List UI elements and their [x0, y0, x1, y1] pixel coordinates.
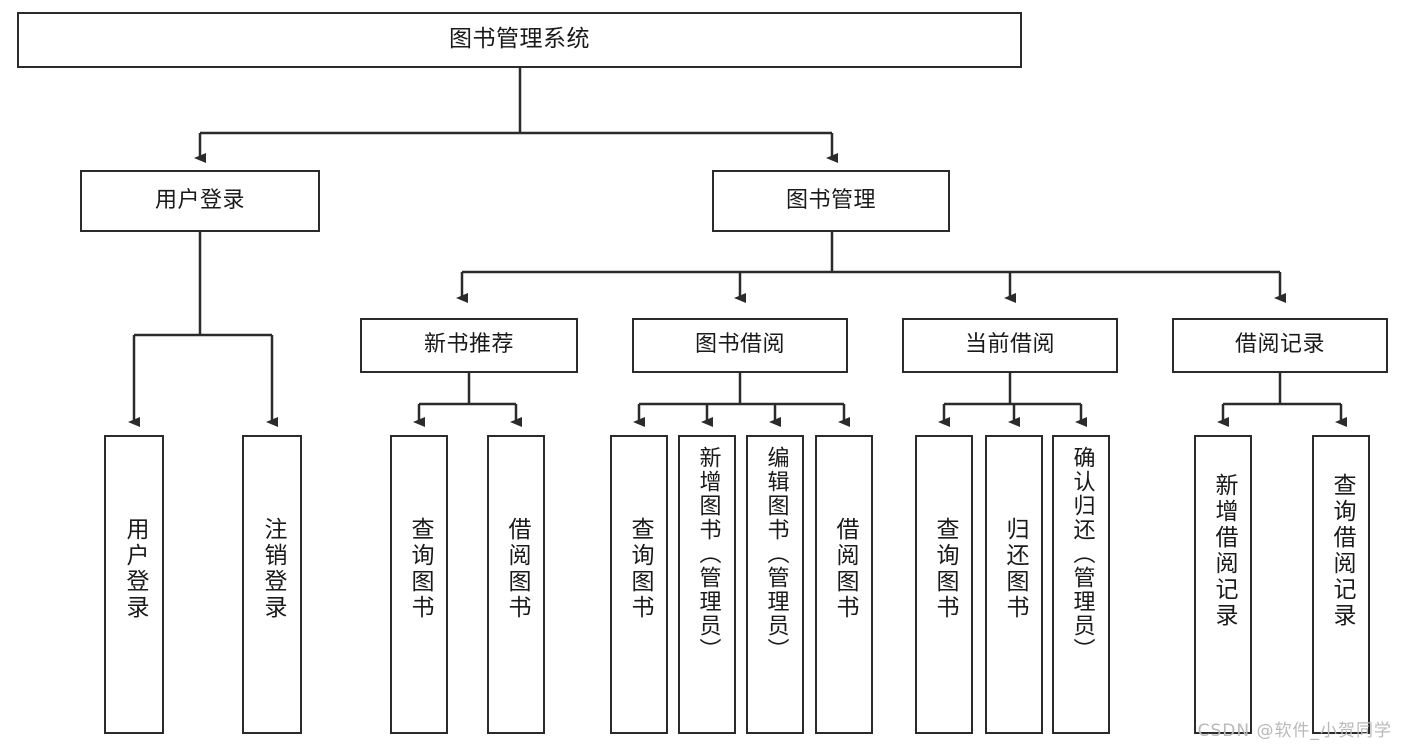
node-label: 查询图书 — [406, 517, 433, 621]
node-current-borrow[interactable]: 当前借阅 — [902, 318, 1118, 373]
node-new-book-recommend[interactable]: 新书推荐 — [360, 318, 578, 373]
leaf-recommend-borrow-book[interactable]: 借阅图书 — [487, 435, 545, 734]
node-book-management[interactable]: 图书管理 — [712, 170, 950, 232]
node-label: 新书推荐 — [423, 332, 514, 358]
csdn-watermark: CSDN @软件_小贺同学 — [1197, 721, 1392, 741]
leaf-current-query-book[interactable]: 查询图书 — [915, 435, 973, 734]
node-label: 归还图书 — [1001, 517, 1028, 621]
node-label: 查询图书 — [931, 517, 958, 621]
node-label: 查询图书 — [626, 517, 653, 621]
leaf-borrow-borrow-book[interactable]: 借阅图书 — [815, 435, 873, 734]
leaf-borrow-add-book-admin[interactable]: 新增图书（管理员） — [678, 435, 736, 734]
node-label: 用户登录 — [154, 187, 245, 213]
node-user-login[interactable]: 用户登录 — [80, 170, 320, 232]
leaf-recommend-query-book[interactable]: 查询图书 — [390, 435, 448, 734]
leaf-current-confirm-return-admin[interactable]: 确认归还（管理员） — [1052, 435, 1110, 734]
node-label: 当前借阅 — [964, 332, 1055, 358]
node-label: 图书管理 — [785, 187, 876, 213]
node-book-borrow[interactable]: 图书借阅 — [632, 318, 848, 373]
node-label: 新增借阅记录 — [1210, 473, 1237, 629]
node-label: 确认归还（管理员） — [1069, 446, 1095, 662]
leaf-user-login-signin[interactable]: 用户登录 — [104, 435, 164, 734]
node-label: 图书借阅 — [694, 332, 785, 358]
leaf-records-query-record[interactable]: 查询借阅记录 — [1312, 435, 1370, 734]
node-label: 借阅图书 — [831, 517, 858, 621]
leaf-user-login-signout[interactable]: 注销登录 — [242, 435, 302, 734]
node-label: 编辑图书（管理员） — [763, 446, 789, 662]
leaf-current-return-book[interactable]: 归还图书 — [985, 435, 1043, 734]
node-label: 借阅图书 — [503, 517, 530, 621]
leaf-records-add-record[interactable]: 新增借阅记录 — [1194, 435, 1252, 734]
leaf-borrow-edit-book-admin[interactable]: 编辑图书（管理员） — [746, 435, 804, 734]
node-label: 图书管理系统 — [449, 26, 590, 53]
node-label: 新增图书（管理员） — [695, 446, 721, 662]
node-label: 查询借阅记录 — [1328, 473, 1355, 629]
node-label: 借阅记录 — [1234, 332, 1325, 358]
node-root-system[interactable]: 图书管理系统 — [17, 12, 1022, 68]
node-borrow-records[interactable]: 借阅记录 — [1172, 318, 1388, 373]
node-label: 注销登录 — [259, 517, 286, 621]
node-label: 用户登录 — [121, 517, 148, 621]
leaf-borrow-query-book[interactable]: 查询图书 — [610, 435, 668, 734]
